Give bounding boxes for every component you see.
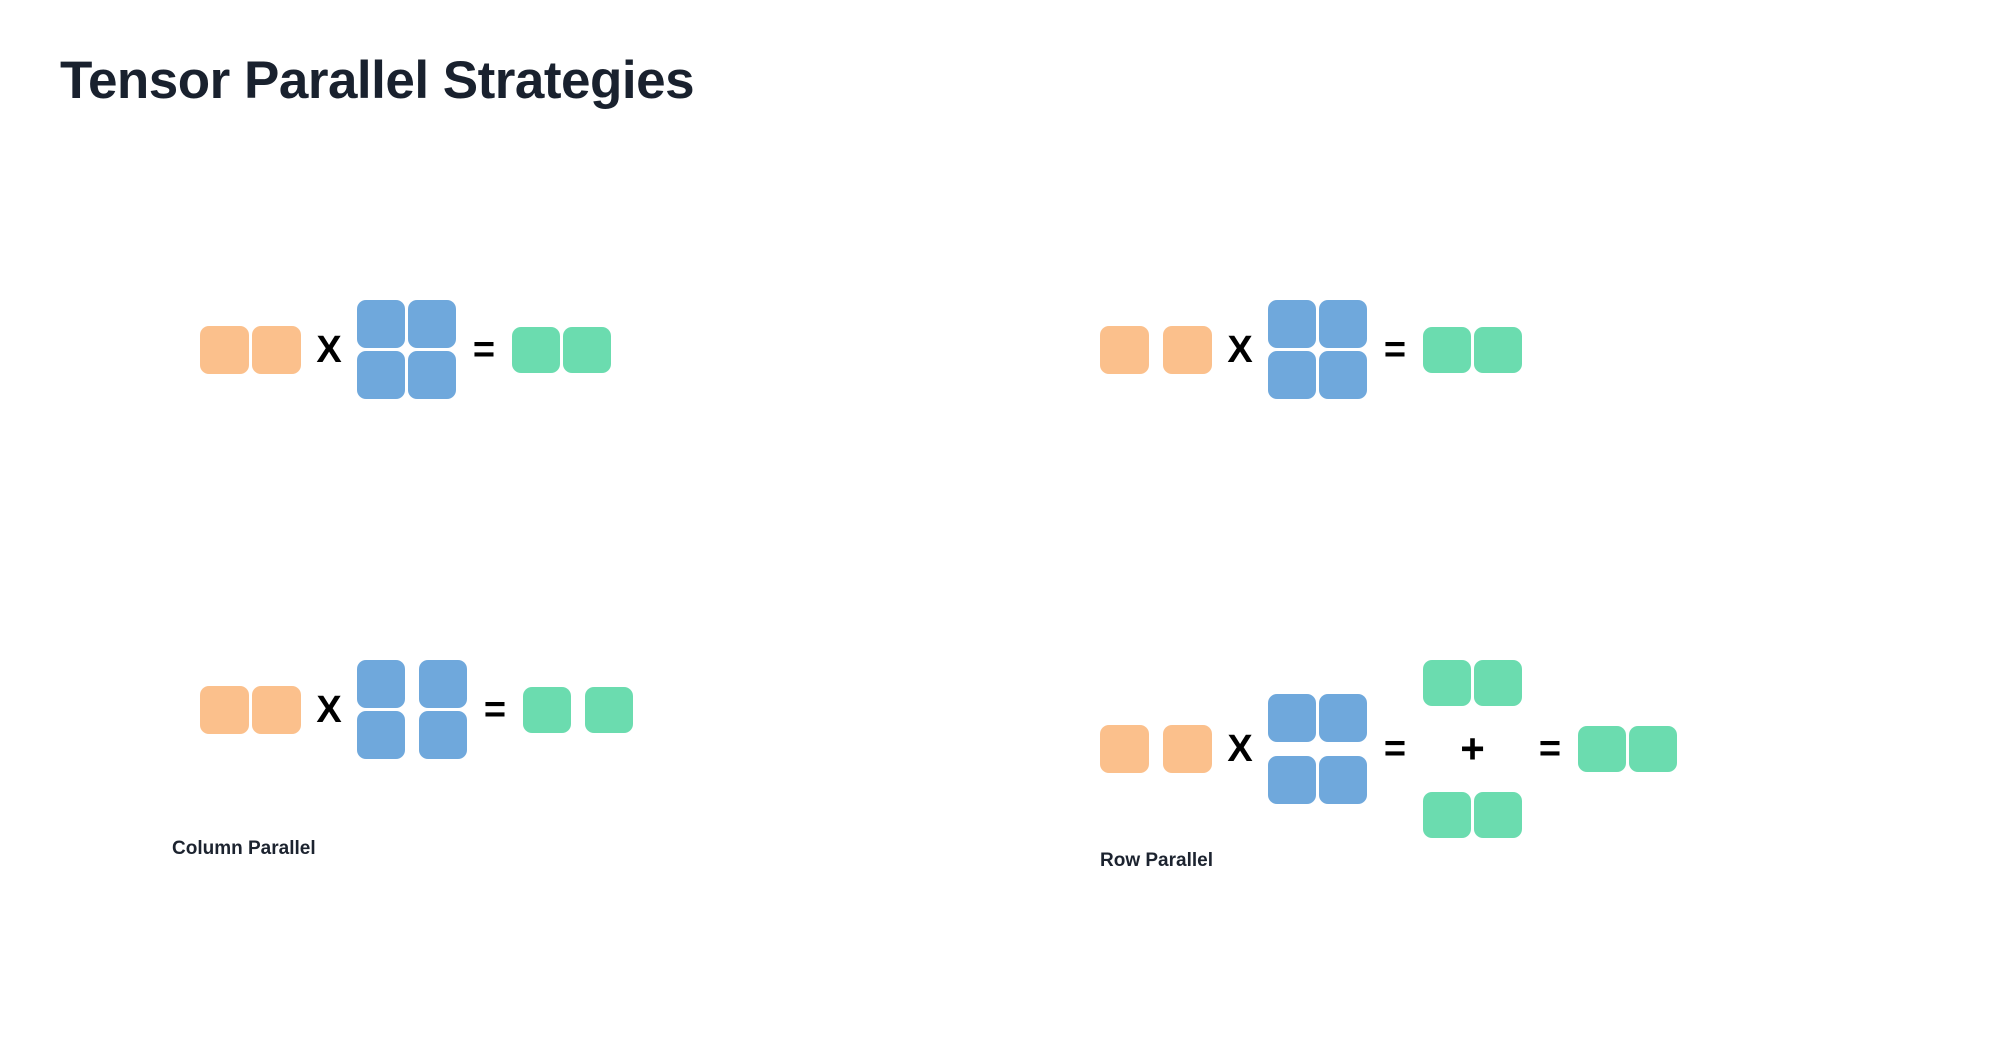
matrix-cell-orange [200,325,249,374]
input-matrix-orange [200,685,301,734]
matrix-row [1100,725,1212,773]
input-matrix-orange [1100,325,1212,374]
panel-bottom-right: X = + [1100,660,1677,838]
matrix-cell-blue [408,351,456,399]
equation-top-right: X = [1100,300,1522,399]
matrix-row [1423,792,1522,838]
matrix-row [1268,694,1367,742]
panel-top-right: X = [1100,300,1522,399]
matrix-cell-blue [1268,694,1316,742]
multiply-operator: X [316,328,342,371]
weight-matrix-blue [357,300,456,399]
matrix-row [1268,351,1367,399]
matrix-cell-green [523,686,571,733]
partial-output-matrix-green-2 [1423,792,1522,838]
matrix-cell-green [1423,326,1471,373]
matrix-row [512,326,611,373]
matrix-cell-orange [200,685,249,734]
equation-top-left: X = [200,300,611,399]
matrix-row [1268,756,1367,804]
matrix-cell-orange [1100,725,1149,773]
matrix-cell-green [1629,726,1677,772]
matrix-row [1100,325,1212,374]
matrix-cell-blue [1268,300,1316,348]
matrix-row [357,711,467,759]
matrix-row [1423,326,1522,373]
matrix-cell-orange [252,685,301,734]
matrix-cell-green [1474,326,1522,373]
matrix-row [357,351,456,399]
matrix-cell-blue [357,300,405,348]
matrix-cell-green [512,326,560,373]
weight-matrix-blue-column-split [357,660,467,759]
matrix-cell-green [1578,726,1626,772]
matrix-cell-green [1423,792,1471,838]
page-title: Tensor Parallel Strategies [60,51,695,110]
matrix-row [1578,726,1677,772]
caption-row-parallel: Row Parallel [1100,850,1213,871]
matrix-row [1423,660,1522,706]
panel-bottom-left: X = [200,660,633,759]
input-matrix-orange [1100,725,1212,773]
matrix-cell-green [1423,660,1471,706]
matrix-cell-blue [1319,694,1367,742]
matrix-cell-blue [357,660,405,708]
multiply-operator: X [1227,728,1253,770]
matrix-cell-blue [419,711,467,759]
matrix-cell-blue [1319,756,1367,804]
partial-output-matrix-green-1 [1423,660,1522,706]
matrix-row [200,685,301,734]
matrix-cell-blue [419,660,467,708]
matrix-cell-blue [1319,351,1367,399]
matrix-row [523,686,633,733]
matrix-cell-green [1474,792,1522,838]
matrix-cell-green [563,326,611,373]
matrix-cell-blue [1268,756,1316,804]
output-matrix-green [1578,726,1677,772]
equals-operator: = [472,328,496,371]
weight-matrix-blue [1268,300,1367,399]
matrix-cell-blue [408,300,456,348]
input-matrix-orange [200,325,301,374]
equation-column-parallel: X = [200,660,633,759]
partial-output-stack: + [1423,660,1522,838]
matrix-cell-blue [1268,351,1316,399]
caption-column-parallel: Column Parallel [172,838,316,859]
multiply-operator: X [1227,328,1253,371]
matrix-row [200,325,301,374]
multiply-operator: X [316,688,342,731]
matrix-row [357,660,467,708]
matrix-cell-orange [1100,325,1149,374]
output-matrix-green-column-split [523,686,633,733]
matrix-row [357,300,456,348]
equals-operator: = [483,688,507,731]
panel-top-left: X = [200,300,611,399]
matrix-cell-blue [357,351,405,399]
equation-row-parallel: X = + [1100,660,1677,838]
matrix-cell-blue [357,711,405,759]
output-matrix-green [512,326,611,373]
equals-operator: = [1383,328,1407,371]
matrix-row [1268,300,1367,348]
matrix-cell-green [1474,660,1522,706]
matrix-cell-orange [1163,325,1212,374]
equals-operator: = [1383,728,1407,770]
matrix-cell-blue [1319,300,1367,348]
matrix-cell-orange [1163,725,1212,773]
weight-matrix-blue-row-split [1268,694,1367,804]
equals-operator-final: = [1538,728,1562,770]
plus-operator: + [1460,725,1485,772]
output-matrix-green [1423,326,1522,373]
matrix-cell-orange [252,325,301,374]
matrix-cell-green [585,686,633,733]
